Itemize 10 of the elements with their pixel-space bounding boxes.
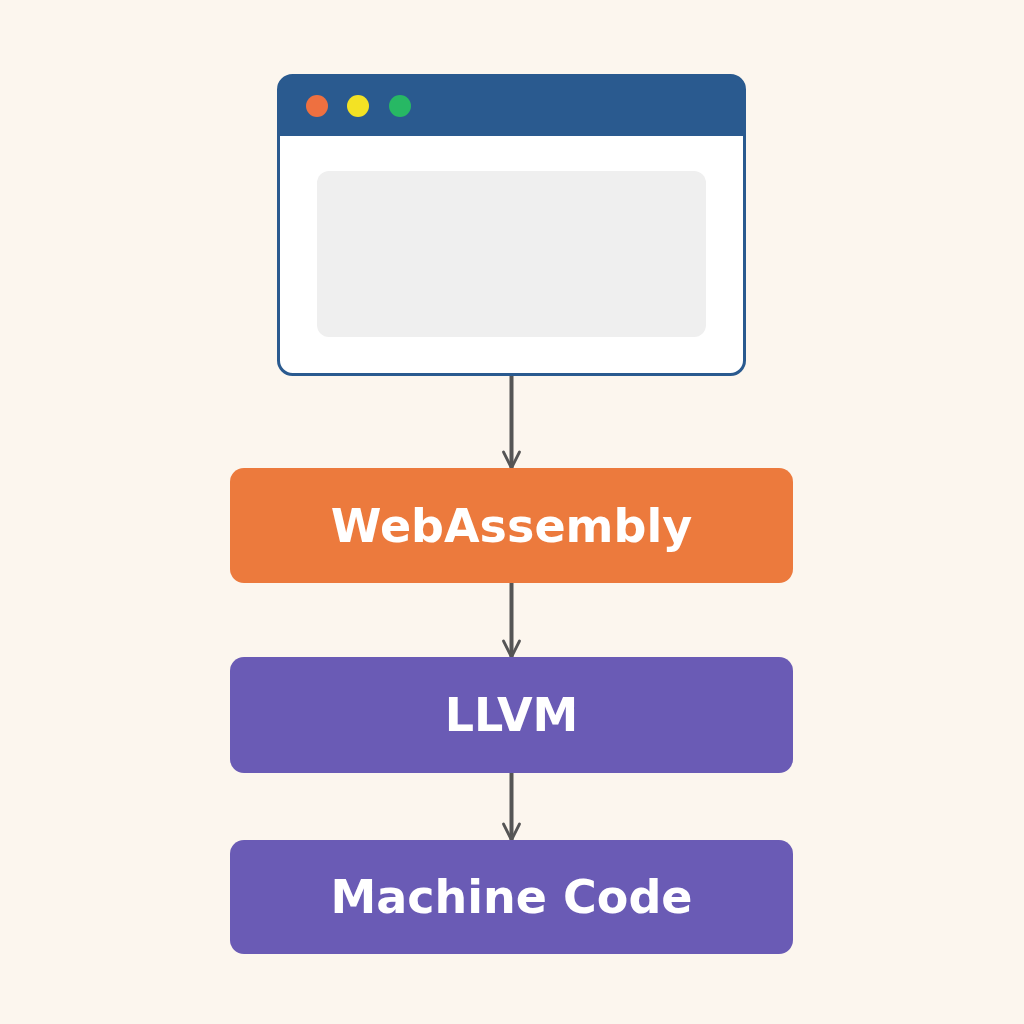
process-box (230, 840, 793, 954)
arrow (502, 773, 521, 842)
picture (277, 74, 746, 376)
process-box (230, 657, 793, 773)
process-box (230, 468, 793, 583)
arrow (502, 583, 521, 659)
arrow (502, 376, 521, 470)
box-label: WebAssembly (330, 498, 693, 553)
box-label: LLVM (444, 688, 579, 742)
box-label: Machine Code (330, 870, 693, 924)
